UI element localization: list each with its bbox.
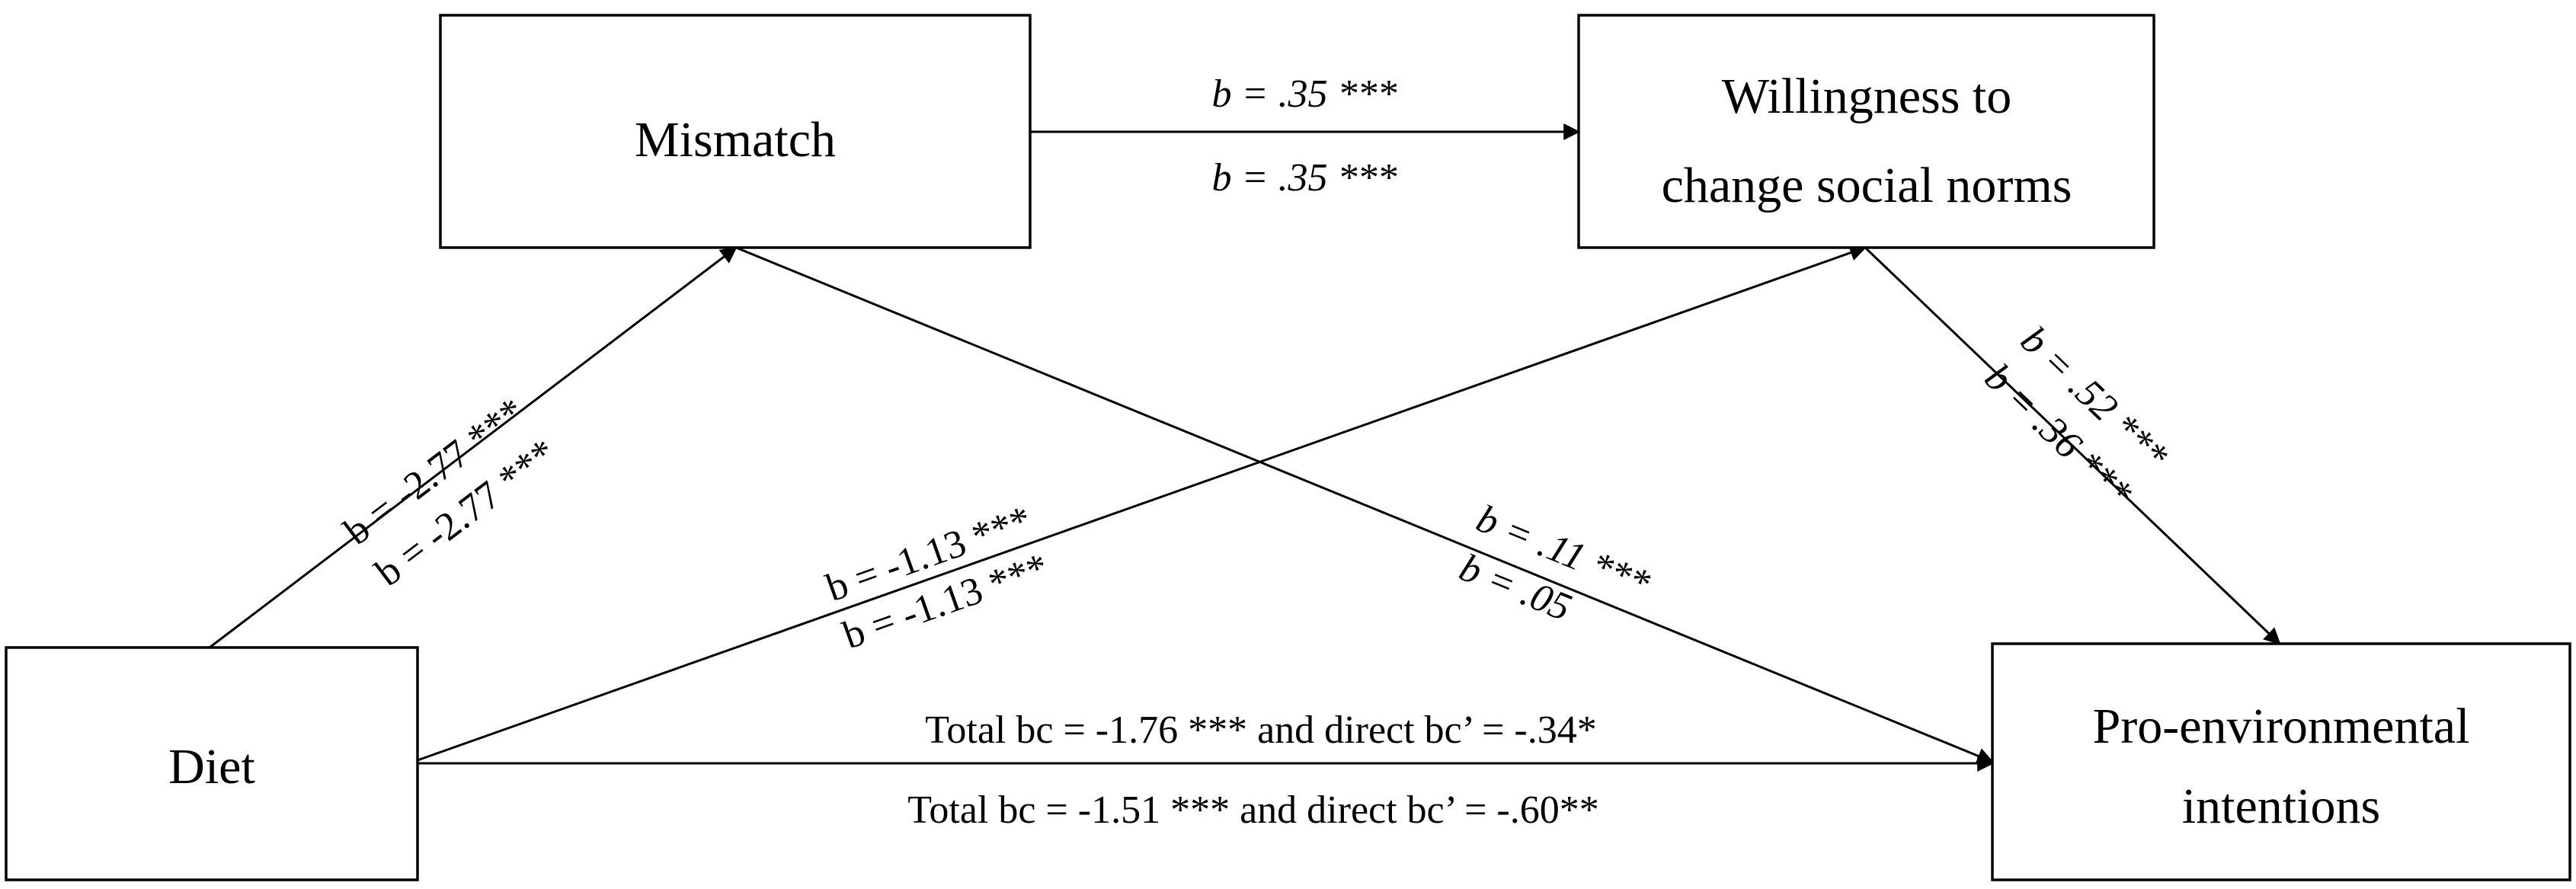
node-willingness-label-line1: Willingness to (1722, 69, 2012, 124)
node-mismatch-label: Mismatch (635, 112, 836, 168)
arrow-diet-to-willingness (417, 245, 1867, 762)
coef-diet-proenv-top: Total bc = -1.76 *** and direct bc’ = -.… (925, 708, 1596, 752)
node-mismatch-box (439, 14, 1032, 249)
node-diet-label: Diet (168, 739, 255, 795)
node-pro-env-label-line2: intentions (2182, 779, 2380, 834)
node-willingness-box (1577, 14, 2155, 249)
arrow-willingness-to-pro-env (1864, 246, 2281, 645)
coef-mismatch-willingness-bottom: b = .35 *** (1211, 156, 1397, 200)
arrow-diet-to-mismatch (209, 246, 738, 649)
node-pro-env-label-line1: Pro-environmental (2093, 699, 2470, 754)
coef-diet-proenv-bottom: Total bc = -1.51 *** and direct bc’ = -.… (907, 788, 1598, 832)
arrow-mismatch-to-pro-env (735, 246, 1995, 764)
node-diet-box (5, 646, 419, 881)
node-willingness-label-line2: change social norms (1662, 158, 2072, 213)
coef-mismatch-willingness-top: b = .35 *** (1211, 72, 1397, 116)
node-pro-env-box (1991, 642, 2571, 881)
